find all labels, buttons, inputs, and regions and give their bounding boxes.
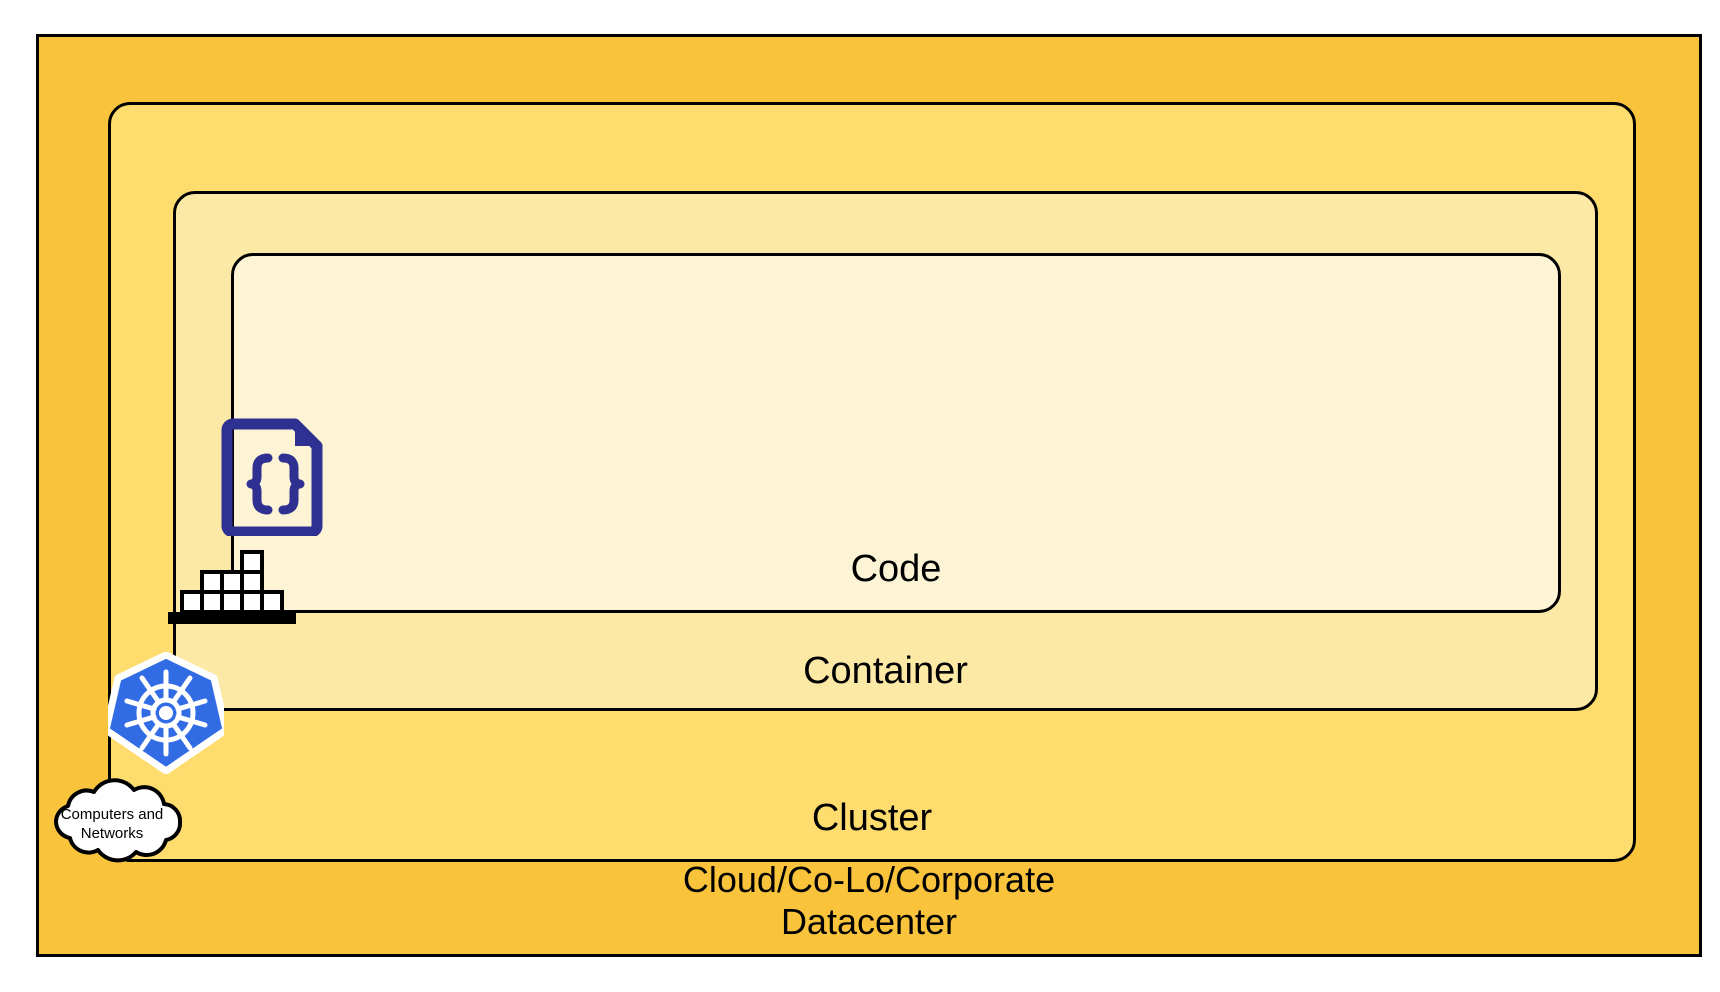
kubernetes-icon: [102, 651, 230, 775]
container-stack-icon: [168, 548, 296, 630]
code-document-icon: [221, 414, 329, 538]
computers-and-networks-callout[interactable]: Computers and Networks: [30, 776, 194, 872]
layer-container[interactable]: Code Container: [173, 191, 1598, 711]
layer-label-code: Code: [850, 548, 942, 591]
layer-label-datacenter: Cloud/Co-Lo/Corporate Datacenter: [682, 859, 1056, 942]
layer-label-container: Container: [803, 650, 968, 693]
layer-cluster[interactable]: Code Container Cluster: [108, 102, 1636, 862]
layer-datacenter[interactable]: Code Container Cluster Cloud/Co-Lo/Corpo…: [36, 34, 1702, 957]
layer-code[interactable]: Code: [231, 253, 1561, 613]
layer-label-cluster: Cluster: [811, 797, 933, 840]
